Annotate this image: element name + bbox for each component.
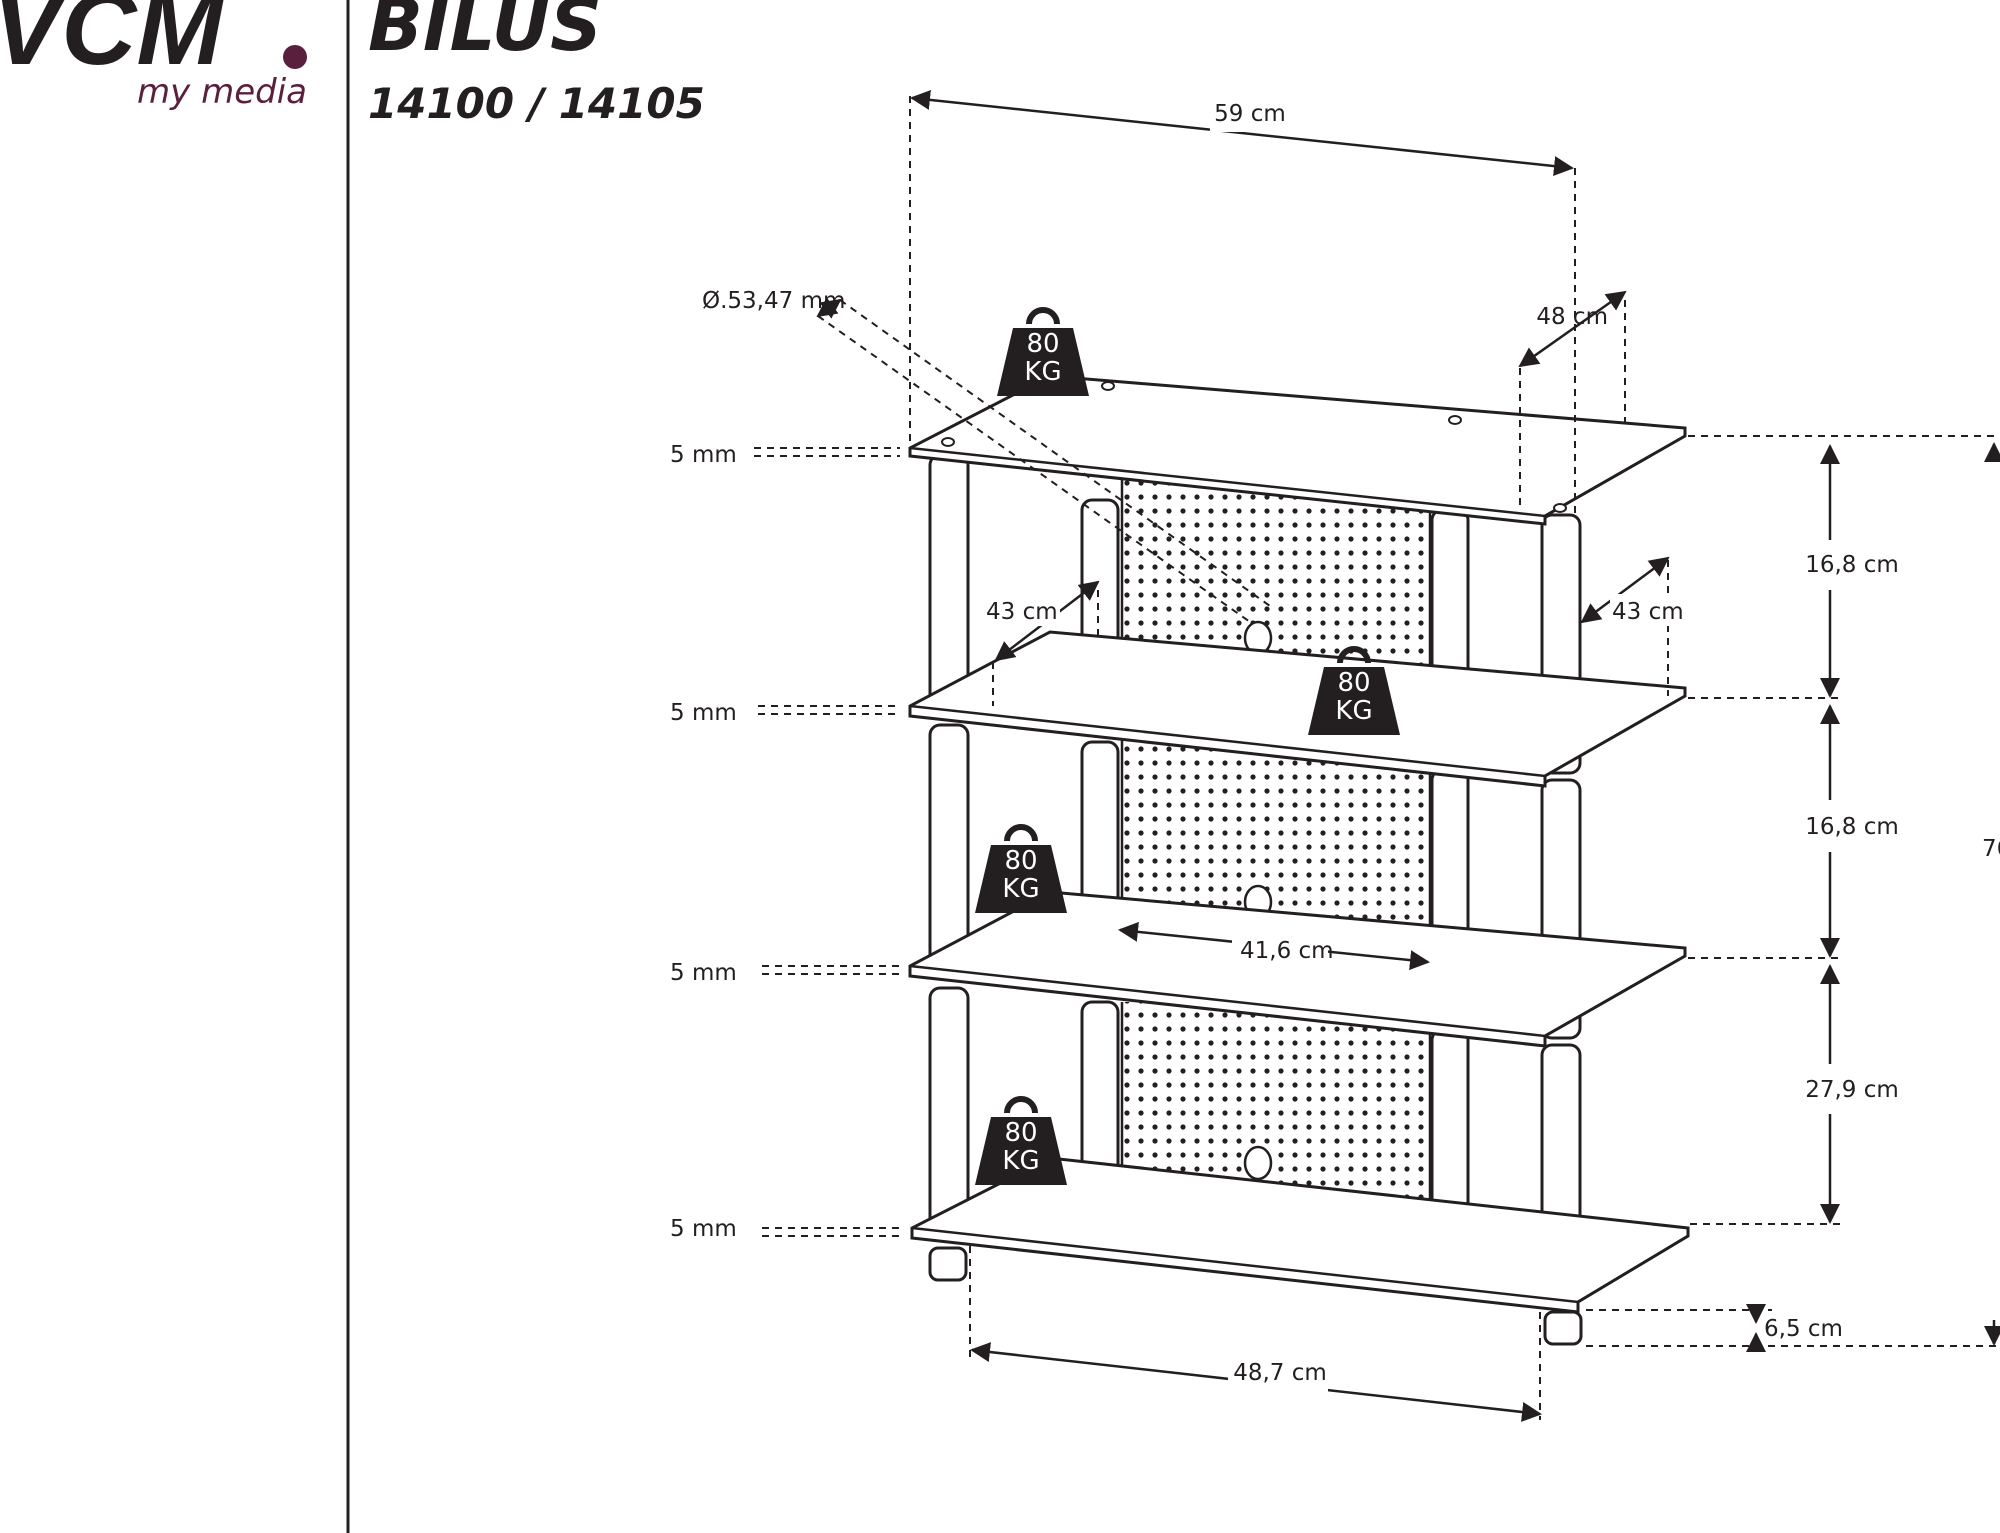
post — [928, 986, 970, 1236]
product-model-numbers: 14100 / 14105 — [368, 79, 705, 128]
logo-tagline: my media — [137, 72, 307, 112]
post — [928, 723, 970, 975]
svg-text:KG: KG — [1002, 874, 1039, 904]
dimension-shelf-thickness-2: 5 mm — [670, 700, 737, 726]
arrow-icon — [1518, 290, 1627, 368]
dimension-depth-top: 48 cm — [1536, 304, 1608, 330]
dimension-depth-right: 43 cm — [1612, 599, 1684, 625]
foot — [928, 1246, 968, 1282]
weight-icon: 80 KG — [1308, 649, 1400, 735]
post — [928, 453, 970, 715]
dimension-inner-width: 41,6 cm — [1240, 938, 1334, 964]
dimension-spacing-1: 16,8 cm — [1805, 552, 1899, 578]
svg-text:80: 80 — [1337, 668, 1370, 698]
svg-text:KG: KG — [1024, 357, 1061, 387]
weight-icon: 80 KG — [975, 827, 1067, 913]
weight-icon: 80 KG — [997, 310, 1089, 396]
arrow-icon — [910, 89, 1574, 177]
arrow-icon — [816, 297, 842, 319]
perforated-panel — [1122, 478, 1430, 674]
svg-text:KG: KG — [1002, 1146, 1039, 1176]
svg-text:80: 80 — [1004, 1118, 1037, 1148]
product-name: BILUS — [368, 0, 602, 67]
weight-icon: 80 KG — [975, 1099, 1067, 1185]
svg-text:KG: KG — [1335, 696, 1372, 726]
dimension-foot-height: 6,5 cm — [1764, 1316, 1843, 1342]
svg-text:80: 80 — [1004, 846, 1037, 876]
dimension-pillar-diameter: Ø.53,47 mm — [702, 288, 845, 314]
dimension-shelf-thickness-4: 5 mm — [670, 1216, 737, 1242]
dimension-shelf-thickness-1: 5 mm — [670, 442, 737, 468]
cable-hole — [1243, 1145, 1273, 1181]
foot — [1543, 1310, 1583, 1346]
dimension-spacing-3: 27,9 cm — [1805, 1077, 1899, 1103]
logo-brand: VCM — [0, 0, 225, 87]
dimension-depth-left: 43 cm — [986, 599, 1058, 625]
svg-text:80: 80 — [1026, 329, 1059, 359]
dimension-width-top: 59 cm — [1214, 101, 1286, 127]
dimension-spacing-2: 16,8 cm — [1805, 814, 1899, 840]
logo: VCM my media — [0, 0, 307, 112]
dimension-bottom-width: 48,7 cm — [1233, 1360, 1327, 1386]
dimension-shelf-thickness-3: 5 mm — [670, 960, 737, 986]
logo-dot-icon — [283, 45, 307, 69]
arrow-icon — [1580, 556, 1670, 624]
dimension-total-height: 76 — [1982, 836, 2000, 862]
